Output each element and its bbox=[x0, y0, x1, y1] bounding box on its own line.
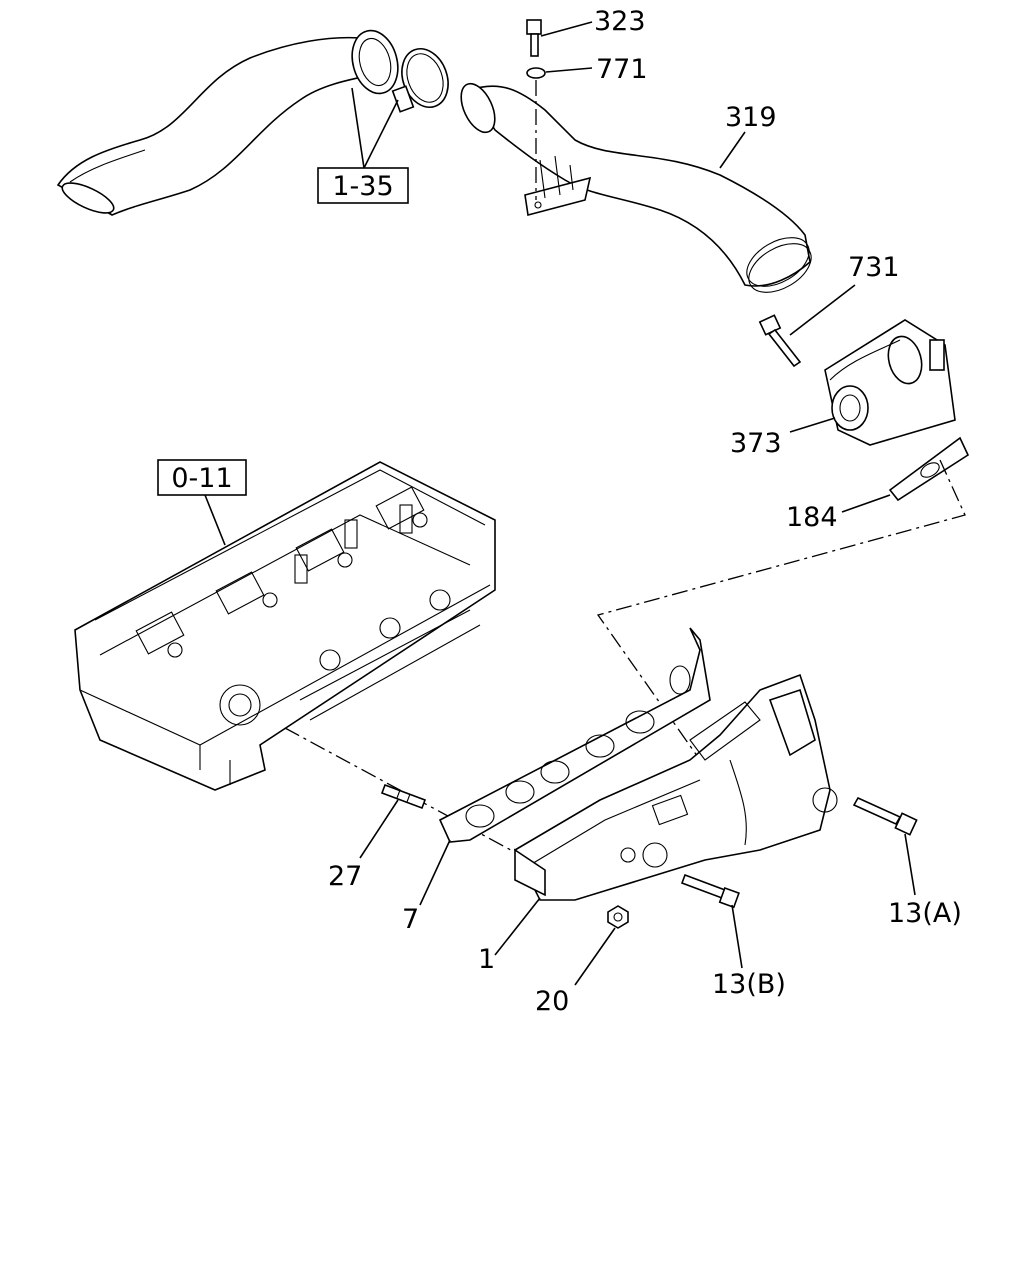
gasket-184: 184 bbox=[786, 436, 970, 533]
stud-27: 27 bbox=[328, 783, 427, 892]
bolt-13b: 13(B) bbox=[680, 873, 786, 1000]
cylinder-head: 0-11 bbox=[74, 459, 496, 791]
callout-731: 731 bbox=[848, 252, 900, 283]
bolt-13a: 13(A) bbox=[852, 796, 962, 929]
callout-319: 319 bbox=[725, 102, 777, 133]
ref-box-1-35: 1-35 bbox=[317, 87, 409, 204]
throttle-body-373: 373 bbox=[730, 319, 956, 459]
callout-7: 7 bbox=[402, 904, 419, 935]
callout-1: 1 bbox=[478, 944, 495, 975]
callout-13a: 13(A) bbox=[888, 898, 962, 929]
intake-pipe-319 bbox=[460, 82, 812, 293]
alignment-line-throttle bbox=[596, 459, 966, 761]
washer-771: 771 bbox=[526, 54, 648, 85]
nut-20: 20 bbox=[535, 905, 629, 1017]
intake-hose-left bbox=[56, 29, 399, 216]
callout-20: 20 bbox=[535, 986, 569, 1017]
leader-319 bbox=[719, 131, 746, 169]
bolt-731: 731 bbox=[758, 252, 900, 368]
callout-323: 323 bbox=[594, 6, 646, 37]
ref-label-1-35: 1-35 bbox=[332, 171, 393, 202]
callout-184: 184 bbox=[786, 502, 838, 533]
alignment-line-head bbox=[284, 727, 521, 856]
ref-label-0-11: 0-11 bbox=[171, 463, 232, 494]
callout-27: 27 bbox=[328, 861, 362, 892]
bolt-323: 323 bbox=[526, 6, 646, 57]
callout-373: 373 bbox=[730, 428, 782, 459]
intake-manifold-1: 1 bbox=[478, 673, 838, 975]
callout-13b: 13(B) bbox=[712, 969, 786, 1000]
callout-771: 771 bbox=[596, 54, 648, 85]
hose-clamp bbox=[391, 48, 449, 113]
gasket-7: 7 bbox=[402, 627, 711, 935]
